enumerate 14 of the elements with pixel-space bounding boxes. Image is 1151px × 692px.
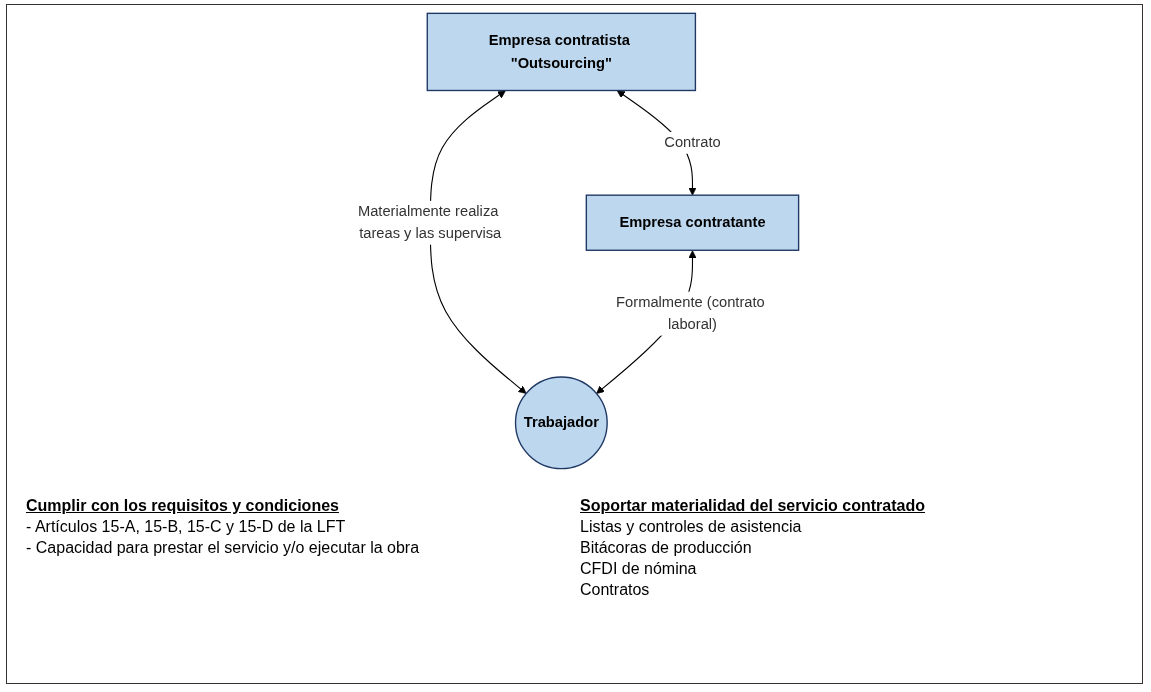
list-item: Contratos [580,580,650,600]
node-box: Empresa contratante [585,194,800,251]
node-circle: Trabajador [514,376,608,470]
list-item: - Capacidad para prestar el servicio y/o ejecutar la obra [26,538,420,558]
list-item: - Artículos 15-A, 15-B, 15-C y 15-D de la LFT [26,517,346,537]
edge-label: Materialmente realiza tareas y las supervisa [357,203,502,242]
edge-label: Formalmente (contrato laboral) [616,294,765,332]
list-item: CFDI de nómina [580,559,697,579]
list-item: Bitácoras de producción [580,538,752,558]
list-item: Listas y controles de asistencia [580,517,802,537]
edge-label: Contrato [664,134,721,151]
list-heading: Cumplir con los requisitos y condiciones [26,496,339,516]
list-heading: Soportar materialidad del servicio contratado [580,496,925,516]
node-box: Empresa contratista "Outsourcing" [426,12,697,92]
